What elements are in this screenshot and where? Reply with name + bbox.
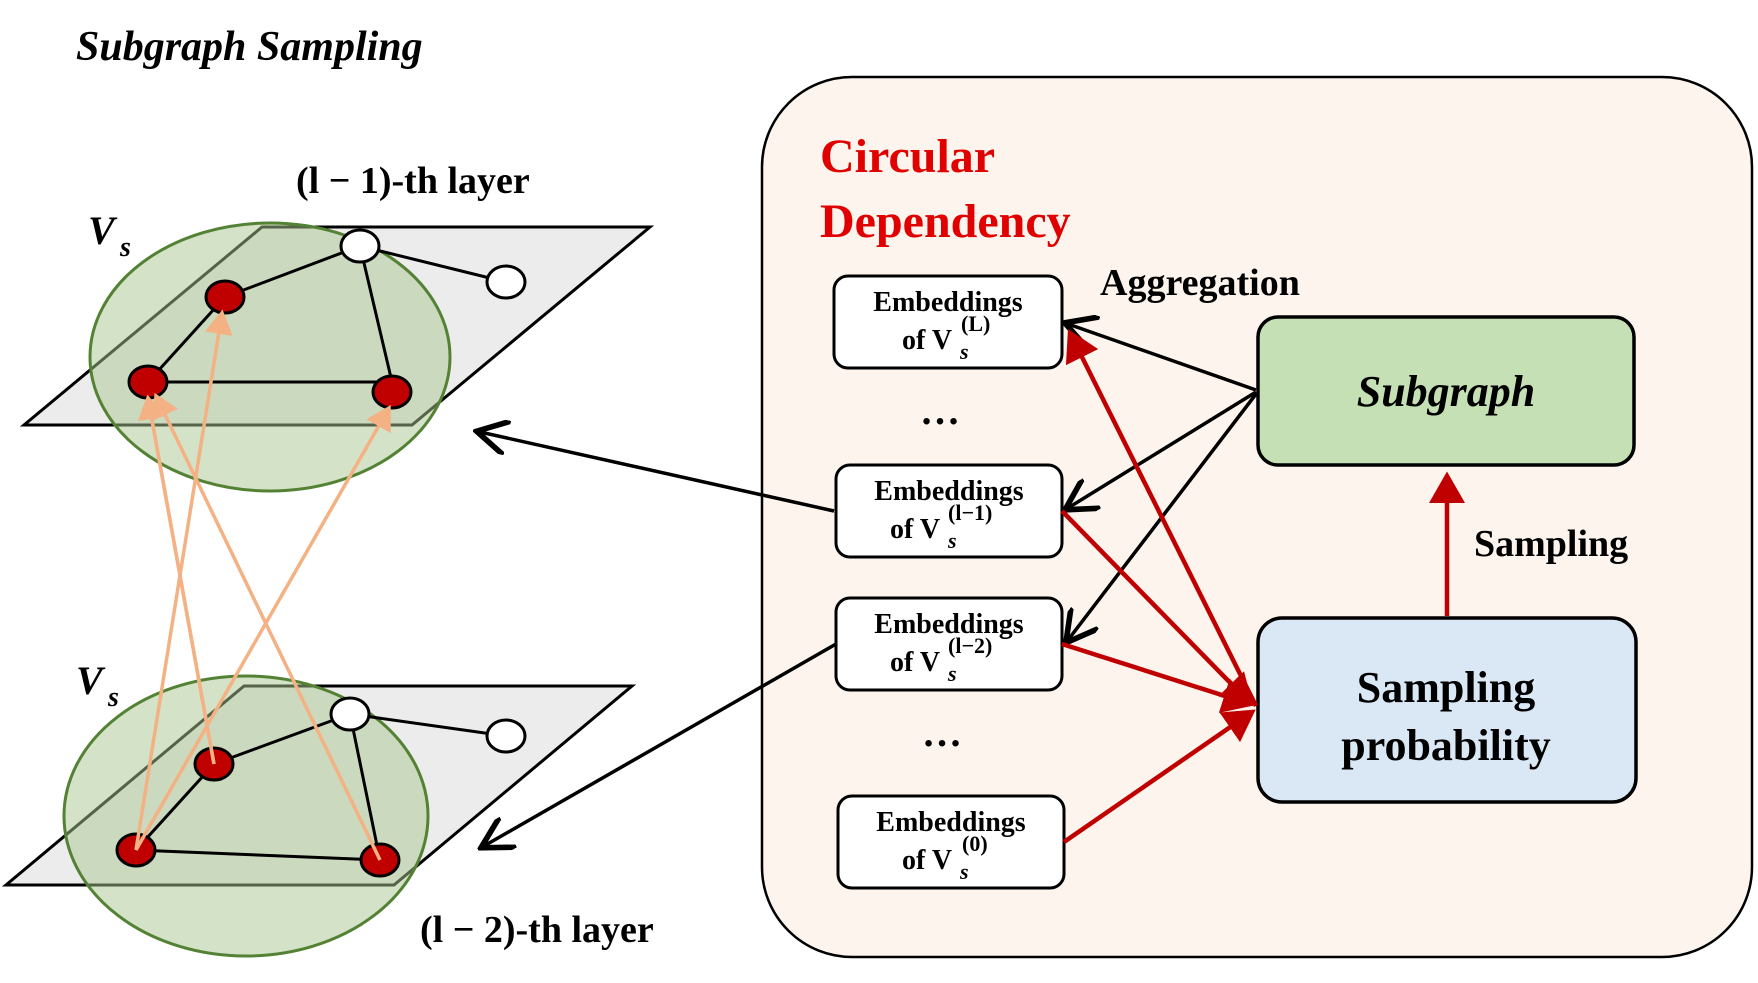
svg-text:of V: of V [902, 325, 952, 356]
svg-text:(l−1): (l−1) [948, 500, 992, 525]
svg-text:Sampling: Sampling [1357, 663, 1536, 712]
lower-vs-ellipse [62, 674, 430, 958]
dependency-arrows [1060, 328, 1465, 844]
svg-text:s: s [119, 232, 131, 263]
upper-layer-graph [19, 221, 655, 493]
graph-node-red [371, 374, 413, 410]
svg-text:of V: of V [902, 845, 952, 876]
graph-node-red [127, 364, 169, 400]
svg-text:s: s [959, 859, 969, 884]
circular-label-line2: Dependency [820, 195, 1071, 248]
svg-text:of V: of V [890, 514, 940, 545]
svg-text:Subgraph: Subgraph [1357, 367, 1536, 416]
svg-text:s: s [947, 528, 957, 553]
graph-node-white [329, 696, 371, 732]
embeddings-box-L: Embeddings of V (L) s [832, 274, 1064, 370]
svg-text:s: s [947, 661, 957, 686]
lower-layer-graph [1, 674, 637, 958]
svg-text:s: s [107, 682, 119, 713]
embeddings-box-l-minus-1: Embeddings of V (l−1) s [834, 463, 1064, 559]
graph-node-red [204, 279, 246, 315]
embeddings-box-l-minus-2: Embeddings of V (l−2) s [834, 596, 1064, 692]
svg-text:V: V [88, 208, 118, 253]
subgraph-box: Subgraph [1256, 315, 1636, 467]
embeddings-box-0: Embeddings of V (0) s [836, 794, 1066, 890]
graph-node-white [339, 228, 381, 264]
diagram-title: Subgraph Sampling [76, 24, 423, 70]
upper-vs-label: V s [88, 208, 131, 263]
ellipsis-upper: … [920, 388, 960, 433]
inter-layer-arrows [134, 309, 391, 861]
svg-text:s: s [959, 339, 969, 364]
sampling-probability-box: Sampling probability [1256, 616, 1638, 804]
layer-arrows [480, 432, 837, 846]
svg-text:V: V [76, 658, 106, 703]
graph-node-white [485, 718, 527, 754]
sampling-label: Sampling [1474, 523, 1628, 565]
ellipsis-lower: … [922, 710, 962, 755]
graph-node-white [485, 264, 527, 300]
svg-text:(0): (0) [962, 831, 988, 856]
lower-vs-label: V s [76, 658, 119, 713]
svg-text:probability: probability [1341, 721, 1550, 770]
upper-vs-ellipse [88, 221, 452, 493]
svg-text:Embeddings: Embeddings [873, 287, 1022, 318]
svg-text:Embeddings: Embeddings [876, 807, 1025, 838]
svg-text:(l−2): (l−2) [948, 633, 992, 658]
svg-text:Embeddings: Embeddings [874, 476, 1023, 507]
aggregation-label: Aggregation [1100, 262, 1300, 304]
svg-text:of V: of V [890, 647, 940, 678]
upper-layer-label: (l − 1)-th layer [296, 160, 530, 202]
circular-label-line1: Circular [820, 130, 995, 183]
svg-text:(L): (L) [961, 311, 990, 336]
svg-text:Embeddings: Embeddings [874, 609, 1023, 640]
lower-layer-label: (l − 2)-th layer [420, 909, 654, 951]
